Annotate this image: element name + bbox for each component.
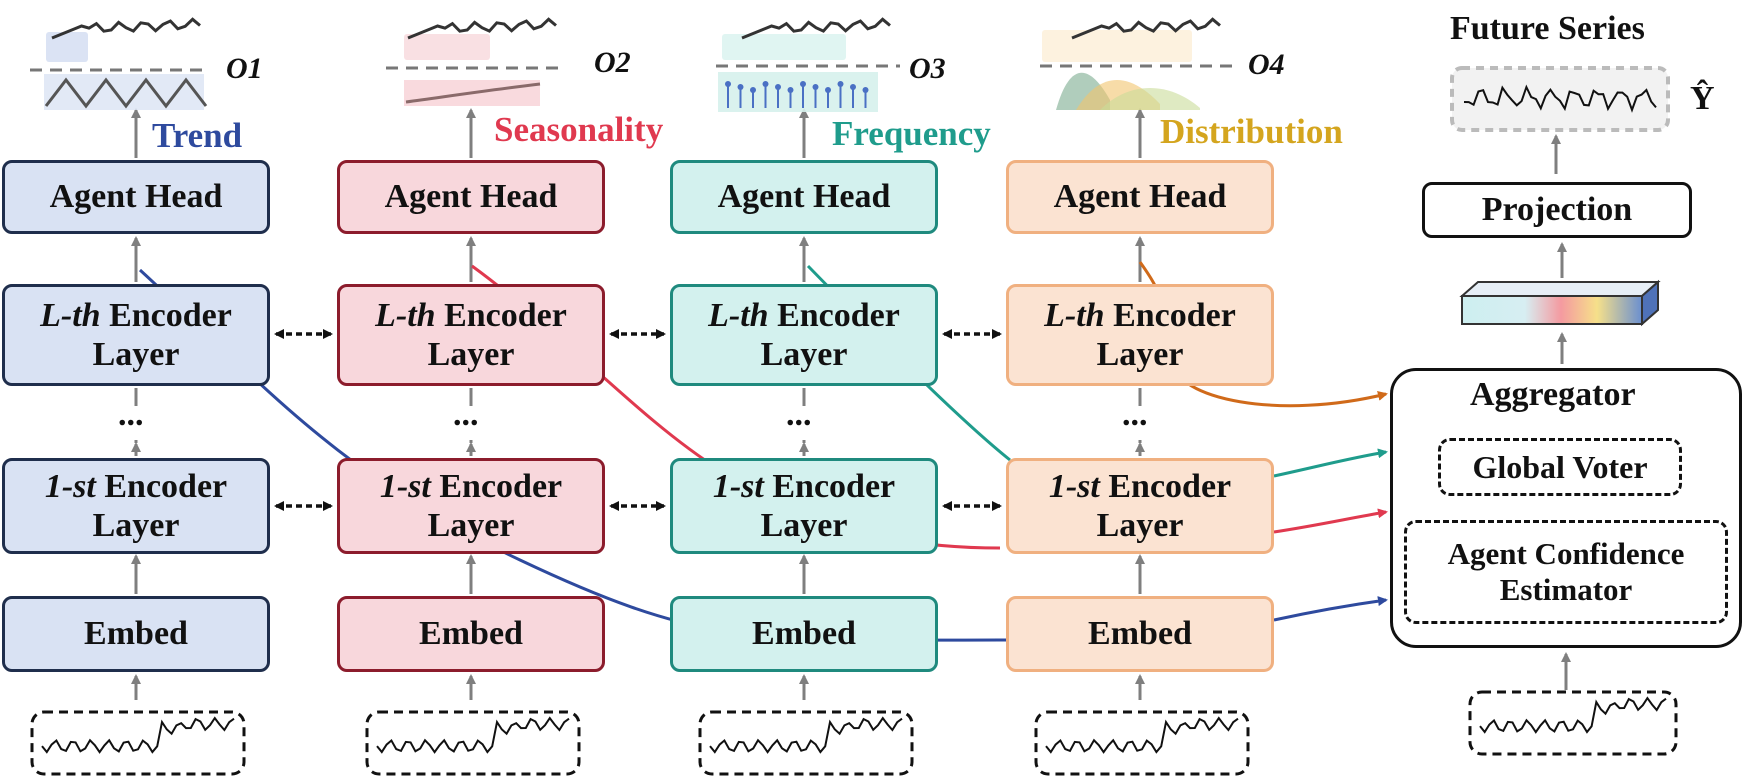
seasonality-to-aggregator <box>1273 508 1388 534</box>
agent-head-distribution: Agent Head <box>1006 160 1274 234</box>
layer-index: L-th <box>40 296 101 334</box>
lth-encoder-layer-trend: L-th Encoder Layer <box>2 284 270 386</box>
frequency-stem-dot <box>750 87 756 93</box>
frequency-stem-dot <box>725 81 731 87</box>
trend-component-line <box>44 77 208 109</box>
aggregator-block <box>1390 368 1742 648</box>
trend-history-highlight <box>46 32 88 62</box>
lth-encoder-layer-seasonality: L-th Encoder Layer <box>337 284 605 386</box>
frequency-stem-dot <box>825 87 831 93</box>
aggregator-input-series-line <box>1479 696 1667 734</box>
ellipsis-seasonality: ... <box>453 396 479 433</box>
embed-frequency: Embed <box>670 596 938 672</box>
embed-trend: Embed <box>2 596 270 672</box>
feature-bar <box>1461 295 1643 325</box>
feature-bar-top <box>1459 281 1661 297</box>
input-series-3 <box>698 710 914 776</box>
frequency-component-bg <box>718 72 878 112</box>
layer-index: L-th <box>1044 296 1105 334</box>
frequency-forecast-line <box>741 17 891 40</box>
lth-encoder-layer-frequency: L-th Encoder Layer <box>670 284 938 386</box>
layer-index: 1-st <box>1048 467 1100 505</box>
ellipsis-frequency: ... <box>786 396 812 433</box>
output-label-o1: O1 <box>226 52 263 91</box>
feature-bar-side <box>1641 279 1659 327</box>
future-series-line <box>1463 84 1657 113</box>
frequency-stem-dot <box>762 81 769 87</box>
input-series-2 <box>365 710 581 776</box>
seasonality-component-line <box>405 82 541 104</box>
projection-block: Projection <box>1422 182 1692 238</box>
distribution-history-highlight <box>1042 30 1192 62</box>
layer-index: 1-st <box>712 467 764 505</box>
frequency-stem-dot <box>850 84 856 90</box>
ellipsis-trend: ... <box>118 396 144 433</box>
agent-label-trend: Trend <box>152 116 243 155</box>
input-series-4 <box>1034 710 1250 776</box>
frequency-history-highlight <box>722 34 846 60</box>
input-series-4-line <box>1045 716 1239 754</box>
trend-forecast-line <box>51 17 201 40</box>
y-hat-label: Ŷ <box>1690 80 1715 117</box>
first-encoder-layer-frequency: 1-st Encoder Layer <box>670 458 938 554</box>
aggregator-title: Aggregator <box>1470 376 1636 413</box>
frequency-stem-dot <box>812 84 819 90</box>
input-series-3-line <box>709 716 903 754</box>
layer-index: 1-st <box>44 467 96 505</box>
agent-head-frequency: Agent Head <box>670 160 938 234</box>
agent-label-frequency: Frequency <box>832 114 991 153</box>
output-label-o2: O2 <box>594 46 631 79</box>
seasonality-history-highlight <box>404 34 490 60</box>
layer-index: L-th <box>375 296 436 334</box>
first-encoder-layer-distribution: 1-st Encoder Layer <box>1006 458 1274 554</box>
output-label-o4: O4 <box>1248 48 1285 81</box>
embed-distribution: Embed <box>1006 596 1274 672</box>
output-label-o3: O3 <box>909 52 946 85</box>
future-series-box <box>1450 66 1670 132</box>
frequency-stem-dot <box>775 84 781 90</box>
lth-encoder-layer-distribution: L-th Encoder Layer <box>1006 284 1274 386</box>
first-encoder-layer-seasonality: 1-st Encoder Layer <box>337 458 605 554</box>
frequency-stem-dot <box>800 81 806 87</box>
aggregator-input-series <box>1468 690 1678 756</box>
seasonality-forecast-line <box>407 17 557 40</box>
frequency-to-aggregator <box>1273 448 1388 478</box>
frequency-stem-dot <box>862 87 869 93</box>
distribution-forecast-line <box>1071 17 1221 40</box>
frequency-stem-dot <box>737 84 744 90</box>
first-encoder-layer-trend: 1-st Encoder Layer <box>2 458 270 554</box>
layer-index: 1-st <box>379 467 431 505</box>
agent-label-distribution: Distribution <box>1160 112 1343 151</box>
future-series-title: Future Series <box>1450 10 1645 47</box>
agent-head-seasonality: Agent Head <box>337 160 605 234</box>
agent-confidence-estimator-block: Agent Confidence Estimator <box>1404 520 1728 624</box>
distribution-curve-3 <box>1100 88 1200 110</box>
input-series-2-line <box>376 716 570 754</box>
frequency-stem-dot <box>787 87 794 93</box>
agent-head-trend: Agent Head <box>2 160 270 234</box>
frequency-stem-dot <box>837 81 844 87</box>
input-series-1 <box>30 710 246 776</box>
layer-index: L-th <box>708 296 769 334</box>
embed-seasonality: Embed <box>337 596 605 672</box>
global-voter-block: Global Voter <box>1438 438 1682 496</box>
o-hat: O1 <box>226 52 263 85</box>
input-series-1-line <box>41 716 235 754</box>
agent-label-seasonality: Seasonality <box>494 110 664 149</box>
trend-to-aggregator <box>1273 596 1388 622</box>
ellipsis-distribution: ... <box>1122 396 1148 433</box>
